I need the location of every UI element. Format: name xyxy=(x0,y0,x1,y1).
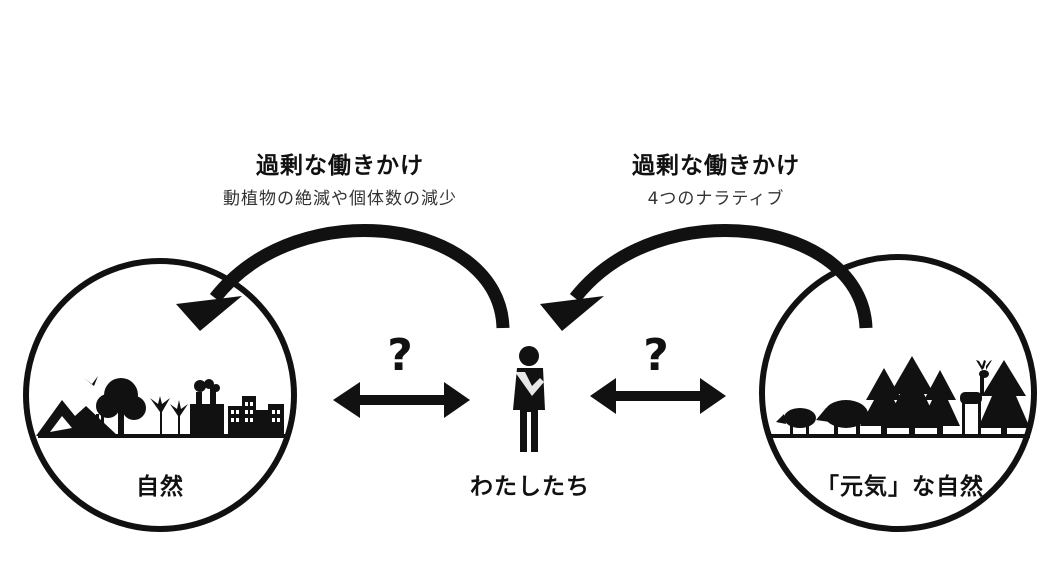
healthy-nature-scene-icon xyxy=(770,356,1030,438)
nature-circle xyxy=(23,258,297,532)
healthy-nature-circle xyxy=(759,254,1037,532)
node-us-label: わたしたち xyxy=(470,474,590,500)
top-left-title: 過剰な働きかけ xyxy=(256,153,424,179)
top-right-subtitle: 4つのナラティブ xyxy=(647,189,785,209)
question-mark-left: ? xyxy=(387,330,413,381)
nature-scene-icon xyxy=(36,376,290,438)
double-arrow-left xyxy=(333,382,470,418)
node-healthy-nature-label: 「元気」な自然 xyxy=(816,474,984,500)
node-nature-label: 自然 xyxy=(136,474,184,500)
top-right-title: 過剰な働きかけ xyxy=(632,153,800,179)
curved-arrow-to-us xyxy=(540,224,873,331)
curved-arrow-to-nature xyxy=(176,224,510,331)
person-pondering-icon xyxy=(513,346,545,452)
question-mark-right: ? xyxy=(643,330,669,381)
double-arrow-right xyxy=(590,378,726,414)
top-left-subtitle: 動植物の絶滅や個体数の減少 xyxy=(223,189,457,209)
